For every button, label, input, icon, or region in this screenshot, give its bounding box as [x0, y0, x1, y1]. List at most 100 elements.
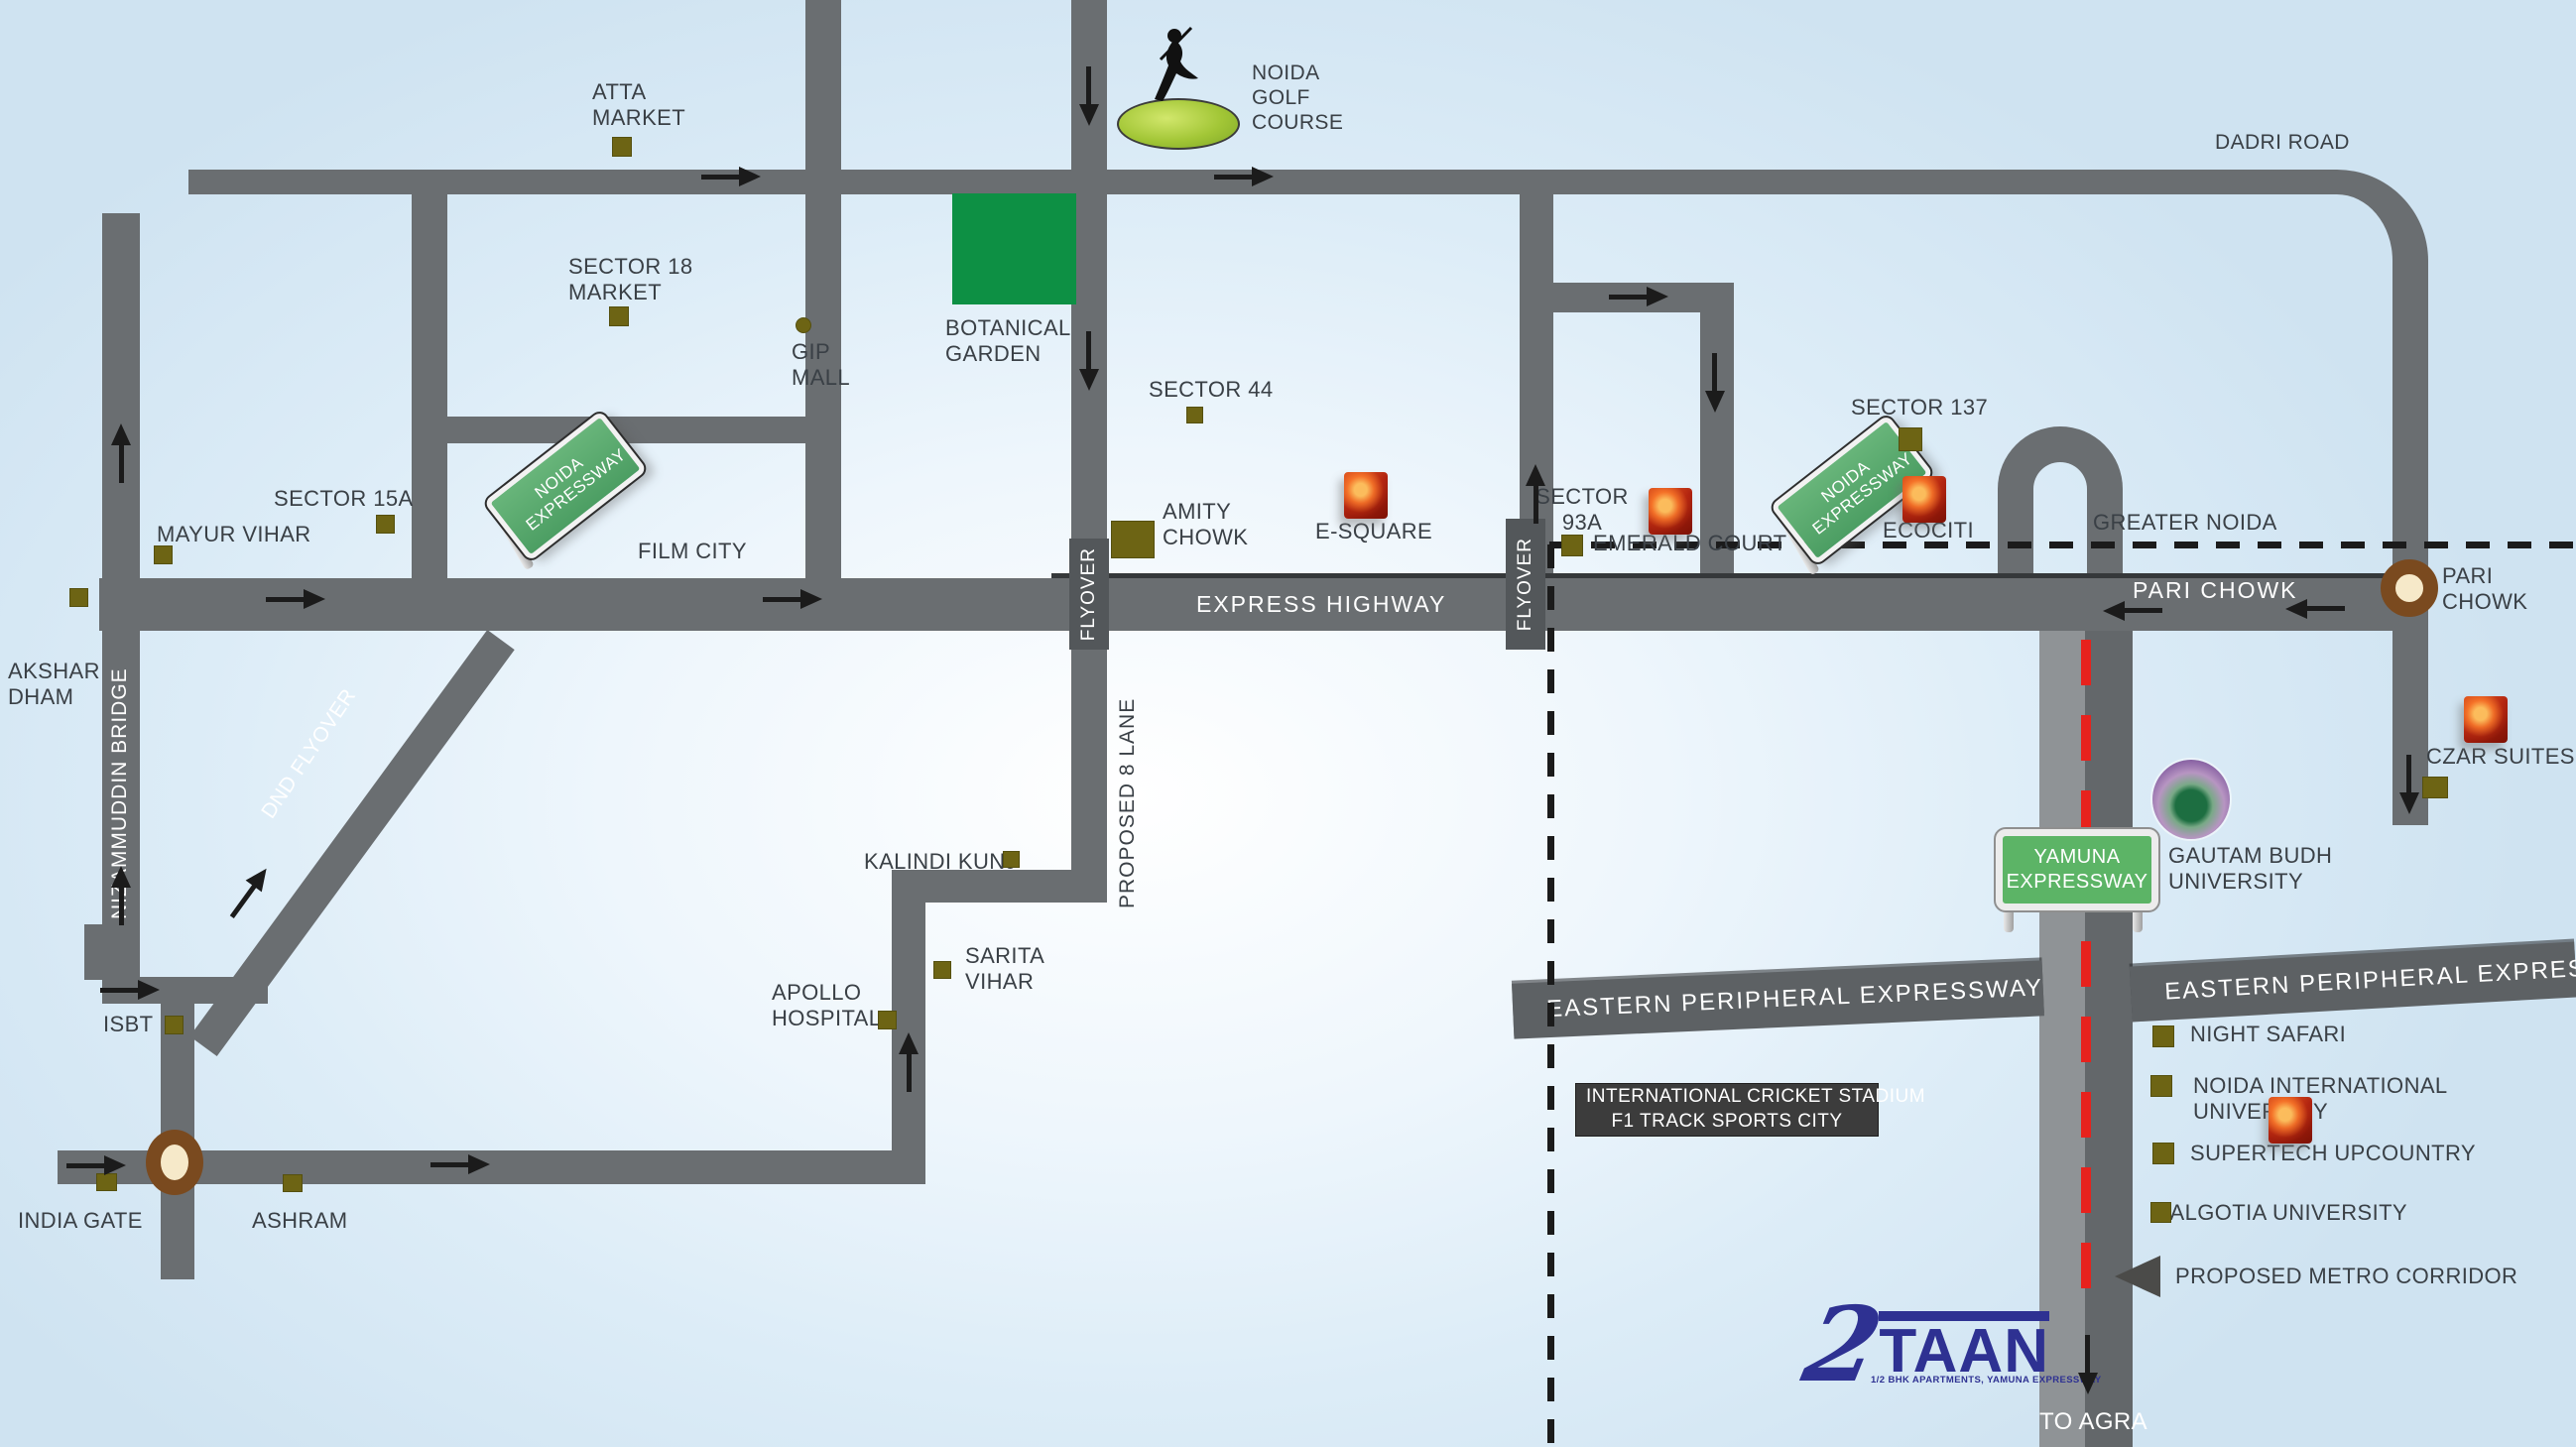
boundary-dashed-horizontal	[1549, 542, 2576, 548]
amity-chowk-marker	[1111, 521, 1155, 558]
road-express-highway-edge	[1051, 573, 2428, 578]
sector-93a-marker	[1561, 535, 1583, 556]
sector-44-label: SECTOR 44	[1149, 377, 1274, 402]
road-sector18-bottom	[412, 417, 841, 443]
ashram-roundabout	[146, 1130, 203, 1195]
direction-arrow-9	[111, 866, 131, 925]
sector-15a-label: SECTOR 15A	[274, 486, 414, 511]
e-square-label: E-SQUARE	[1315, 519, 1433, 543]
greater-noida-label: GREATER NOIDA	[2093, 510, 2277, 535]
mayur-vihar-marker	[154, 545, 173, 564]
to-agra-label: TO AGRA	[2039, 1408, 2148, 1435]
gautam-budh-university-icon	[2152, 760, 2230, 839]
direction-arrow-0	[701, 167, 761, 186]
sarita-vihar-marker	[933, 961, 951, 979]
czar-suites-label: CZAR SUITES	[2426, 744, 2575, 769]
direction-arrow-8	[111, 423, 131, 483]
road-pari-loop	[1998, 426, 2123, 585]
direction-arrow-2	[1079, 66, 1099, 126]
czar-suites-marker	[2422, 777, 2448, 798]
proposed-metro-corridor-label: PROPOSED METRO CORRIDOR	[2175, 1264, 2518, 1288]
logo-name: TAAN	[1879, 1311, 2049, 1383]
botanical-garden-area	[952, 193, 1076, 304]
sector-44-marker	[1186, 407, 1203, 423]
dadri-road-label: DADRI ROAD	[2215, 131, 2350, 154]
flyover-2: FLYOVER	[1506, 519, 1545, 650]
road-yamuna-right	[2085, 631, 2133, 1447]
atta-market-marker	[612, 137, 632, 157]
road-eastern-peripheral-west: EASTERN PERIPHERAL EXPRESSWAY	[1512, 960, 2044, 1039]
emerald-court-icon	[1649, 488, 1692, 535]
supertech-icon	[2269, 1097, 2312, 1144]
kalindi-kunj-label: KALINDI KUNJ	[864, 849, 1017, 874]
eastern-peripheral-east-label: EASTERN PERIPHERAL EXPRESSWAY	[2163, 950, 2576, 1006]
direction-arrow-14	[2399, 755, 2419, 814]
stadium-line1: INTERNATIONAL CRICKET STADIUM	[1586, 1086, 1926, 1108]
sector-15a-marker	[376, 515, 395, 534]
noida-expressway-sign-1-label: NOIDA EXPRESSWAY	[522, 444, 630, 535]
night-safari-label: NIGHT SAFARI	[2190, 1022, 2347, 1046]
kalindi-kunj-marker	[1003, 851, 1020, 868]
pari-chowk-label: PARI CHOWK	[2442, 563, 2528, 614]
direction-arrow-3	[1079, 331, 1099, 391]
metro-corridor-arrow-icon	[2115, 1256, 2160, 1297]
direction-arrow-16	[100, 980, 160, 1000]
ashram-marker	[283, 1174, 303, 1192]
india-gate-marker	[96, 1173, 117, 1191]
pari-chowk-road-label-label: PARI CHOWK	[2133, 577, 2298, 603]
e-square-icon	[1344, 472, 1388, 519]
mayur-vihar-label: MAYUR VIHAR	[157, 522, 311, 546]
direction-arrow-17	[66, 1155, 126, 1175]
supertech-upcountry-label: SUPERTECH UPCOUNTRY	[2190, 1141, 2476, 1165]
sector-93a-label: SECTOR 93A	[1535, 484, 1629, 535]
direction-arrow-13	[1705, 353, 1725, 413]
yamuna-sign-line1: YAMUNA	[2033, 846, 2121, 868]
direction-arrow-18	[430, 1154, 490, 1174]
road-proposed8lane-vertical	[1071, 631, 1107, 903]
pari-chowk-roundabout	[2381, 559, 2438, 617]
golfer-icon	[1155, 26, 1198, 101]
amity-chowk-label: AMITY CHOWK	[1163, 499, 1249, 549]
metro-corridor-line	[2081, 640, 2091, 1299]
express-highway-label-label: EXPRESS HIGHWAY	[1196, 591, 1447, 617]
direction-arrow-12	[1609, 287, 1668, 306]
road-yamuna-left	[2039, 631, 2085, 1447]
sarita-vihar-label: SARITA VIHAR	[965, 943, 1045, 994]
road-eastern-peripheral-east: EASTERN PERIPHERAL EXPRESSWAY	[2129, 941, 2576, 1023]
ecociti-icon	[1902, 476, 1946, 523]
project-logo: 2 TAAN 1/2 BHK APARTMENTS, YAMUNA EXPRES…	[1794, 1283, 2102, 1405]
gip-mall-marker	[796, 317, 811, 333]
logo-tagline: 1/2 BHK APARTMENTS, YAMUNA EXPRESSWAY	[1871, 1375, 2102, 1387]
sector-18-marker	[609, 306, 629, 326]
direction-arrow-15	[2078, 1335, 2098, 1394]
noida-international-university-label: NOIDA INTERNATIONAL UNIVERSITY	[2193, 1073, 2447, 1124]
night-safari-marker	[2152, 1025, 2174, 1047]
isbt-label: ISBT	[103, 1012, 154, 1036]
emerald-court-label: EMERALD COURT	[1593, 531, 1787, 555]
direction-arrow-4	[266, 589, 325, 609]
akshar-dham-label: AKSHAR DHAM	[8, 659, 100, 709]
eastern-peripheral-west-label: EASTERN PERIPHERAL EXPRESSWAY	[1545, 974, 2044, 1024]
ashram-label: ASHRAM	[252, 1208, 348, 1233]
atta-market-label: ATTA MARKET	[592, 79, 686, 130]
flyover-1: FLYOVER	[1069, 539, 1109, 650]
gautam-budh-university-label: GAUTAM BUDH UNIVERSITY	[2168, 843, 2333, 894]
noida-golf-course-label: NOIDA GOLF COURSE	[1252, 61, 1344, 134]
apollo-hospital-label: APOLLO HOSPITAL	[772, 980, 882, 1030]
direction-arrow-1	[1214, 167, 1274, 186]
supertech-marker	[2152, 1143, 2174, 1164]
galgotia-university-label: GALGOTIA UNIVERSITY	[2152, 1200, 2407, 1225]
apollo-hospital-marker	[878, 1011, 897, 1029]
direction-arrow-7	[2285, 599, 2345, 619]
film-city-label: FILM CITY	[638, 539, 747, 563]
road-top	[188, 170, 2283, 194]
road-isbt-stub	[84, 924, 108, 980]
road-sector18-left	[412, 194, 447, 578]
road-jog-horizontal	[892, 870, 1096, 903]
yamuna-expressway-sign: YAMUNA EXPRESSWAY	[1994, 827, 2160, 912]
road-topleft-vertical	[805, 0, 841, 578]
road-top-right-curve	[2269, 170, 2428, 350]
galgotia-marker	[2150, 1202, 2171, 1223]
yamuna-sign-line2: EXPRESSWAY	[2006, 871, 2148, 893]
sector-137-label: SECTOR 137	[1851, 395, 1989, 420]
